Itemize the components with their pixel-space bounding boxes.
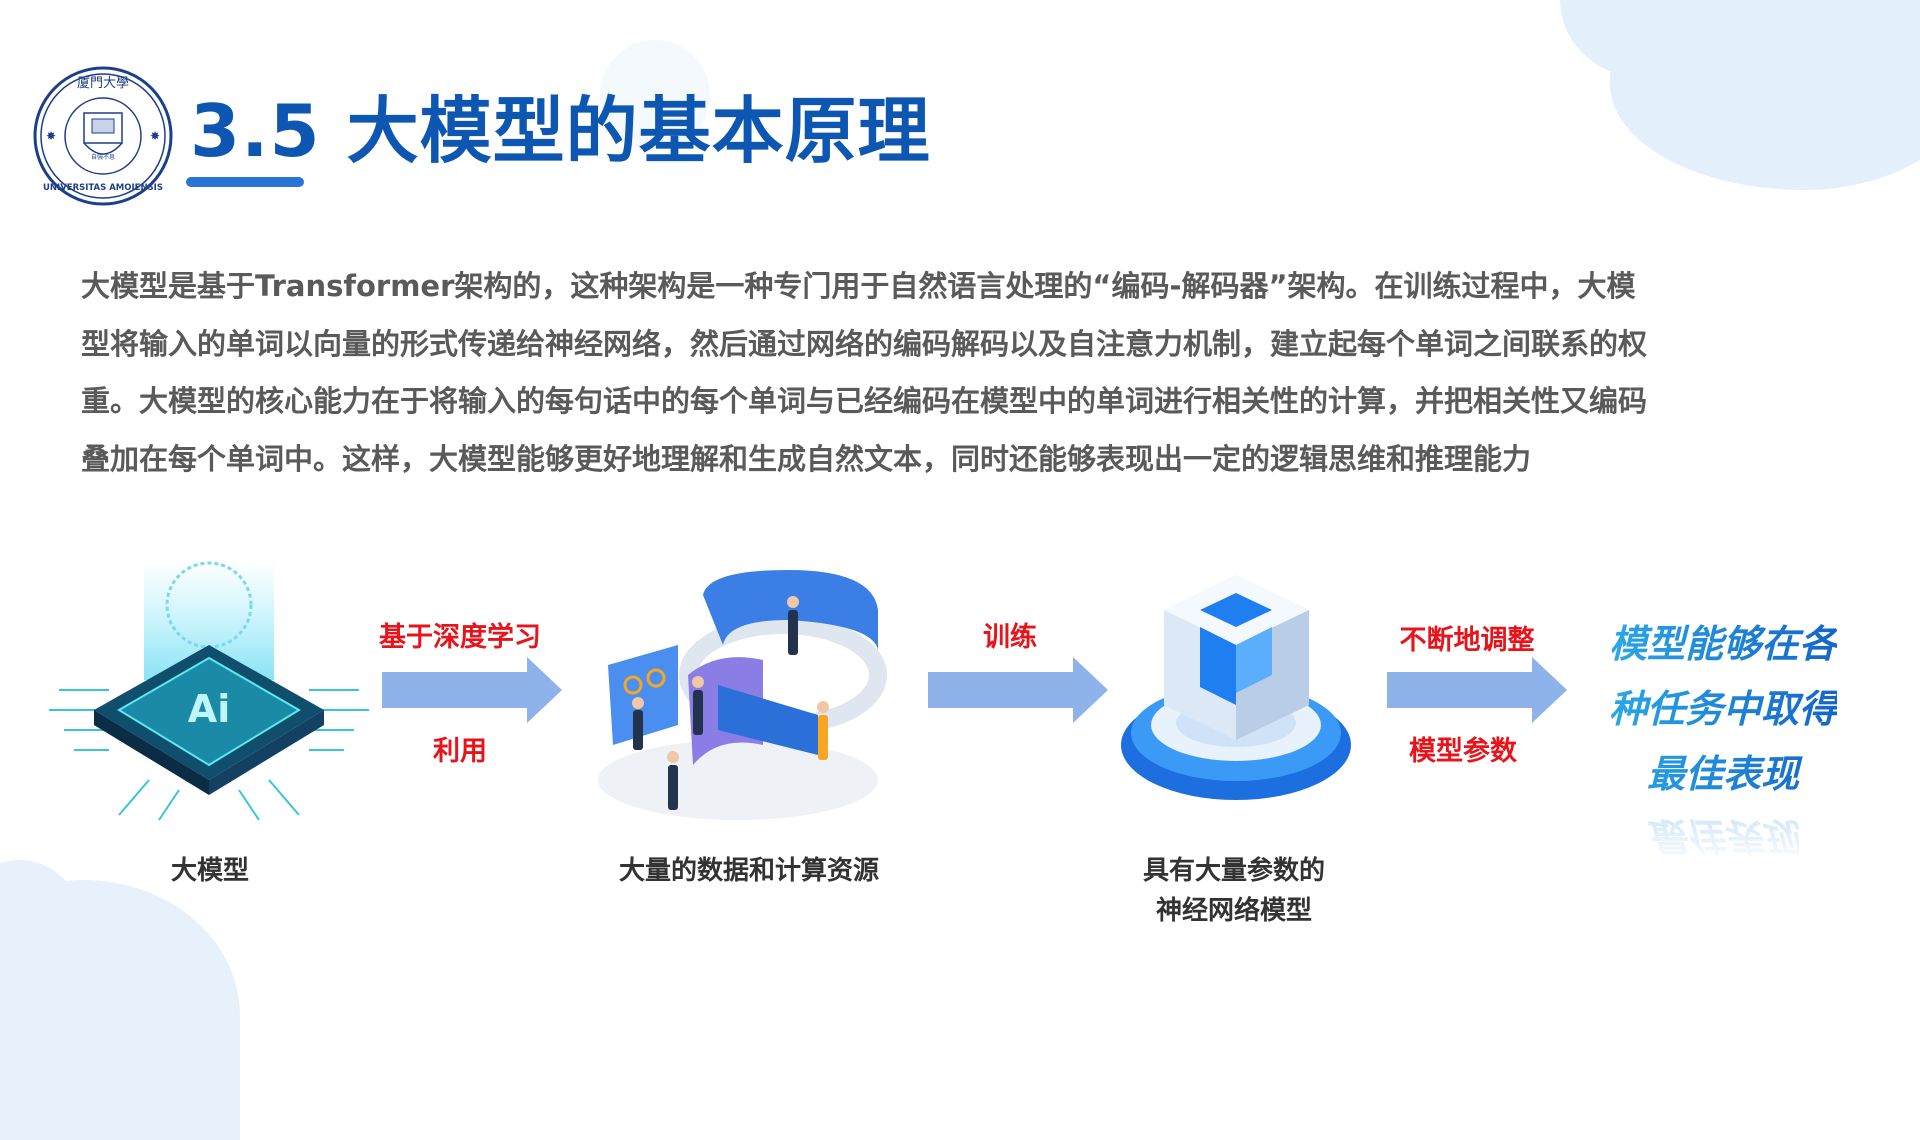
logo-motto: 自強不息 <box>91 153 115 161</box>
title-underline <box>186 177 304 187</box>
result-line: 种任务中取得 <box>1609 677 1837 742</box>
ai-chip-icon: Ai <box>49 560 369 821</box>
paragraph-line: 型将输入的单词以向量的形式传递给神经网络，然后通过网络的编码解码以及自注意力机制… <box>81 326 1648 361</box>
arrow-right-icon <box>928 657 1108 723</box>
arrow3-bottom-label: 模型参数 <box>1409 736 1517 767</box>
background-blob <box>1610 0 1920 190</box>
university-seal-logo: 厦門大學 UNIVERSITAS AMOIENSIS 自強不息 ✸ ✸ <box>33 66 173 206</box>
arrow-right-icon <box>1387 657 1567 723</box>
paragraph-line: 大模型是基于Transformer架构的，这种架构是一种专门用于自然语言处理的“… <box>81 269 1636 303</box>
background-circle <box>600 40 710 150</box>
logo-text-bottom: UNIVERSITAS AMOIENSIS <box>43 183 163 193</box>
step3-caption: 具有大量参数的 神经网络模型 <box>1143 851 1325 931</box>
result-text: 模型能够在各 种任务中取得 最佳表现 <box>1609 612 1837 807</box>
paragraph-line: 重。大模型的核心能力在于将输入的每句话中的每个单词与已经编码在模型中的单词进行相… <box>81 384 1648 418</box>
paragraph-line: 叠加在每个单词中。这样，大模型能够更好地理解和生成自然文本，同时还能够表现出一定… <box>81 441 1532 476</box>
step1-caption: 大模型 <box>170 856 250 886</box>
arrow3-top-label: 不断地调整 <box>1399 625 1535 656</box>
step3-caption-line: 神经网络模型 <box>1155 896 1313 926</box>
data-people-illustration <box>598 570 887 820</box>
step2-caption: 大量的数据和计算资源 <box>618 856 880 886</box>
chip-label: Ai <box>188 687 230 731</box>
arrow-right-icon <box>382 657 562 723</box>
svg-text:✸: ✸ <box>150 129 160 143</box>
result-line: 最佳表现 <box>1609 742 1837 807</box>
arrow1-bottom-label: 利用 <box>433 736 487 767</box>
page-title: 3.5 大模型的基本原理 <box>190 89 931 173</box>
logo-text-top: 厦門大學 <box>77 76 129 91</box>
background-blob <box>0 880 240 1140</box>
cube-platform-illustration <box>1121 575 1351 800</box>
arrow2-top-label: 训练 <box>983 622 1037 653</box>
result-reflection: 最佳表现 <box>1646 814 1800 858</box>
result-line: 模型能够在各 <box>1609 612 1837 677</box>
step3-caption-line: 具有大量参数的 <box>1142 856 1326 886</box>
body-paragraph: 大模型是基于Transformer架构的，这种架构是一种专门用于自然语言处理的“… <box>81 258 1841 488</box>
arrow1-top-label: 基于深度学习 <box>379 622 541 653</box>
svg-text:✸: ✸ <box>46 129 56 143</box>
